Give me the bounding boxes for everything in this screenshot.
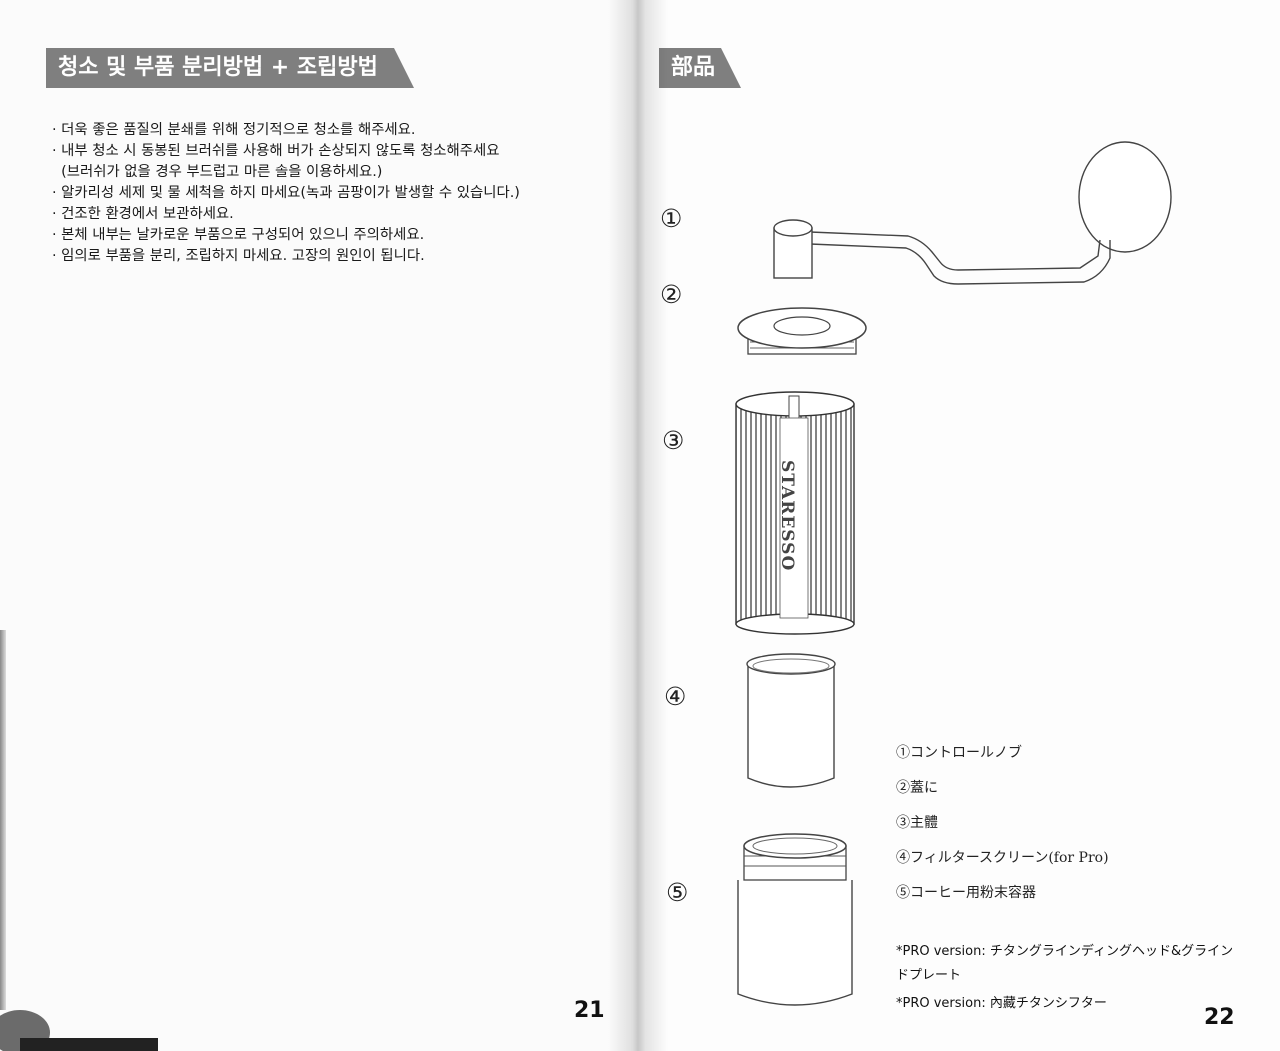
main-body-part xyxy=(735,391,855,635)
parts-legend: ①コントロールノブ ②蓋に ③主體 ④フィルタースクリーン(for Pro) ⑤… xyxy=(896,742,1109,917)
instruction-line: · 본체 내부는 날카로운 부품으로 구성되어 있으니 주의하세요. xyxy=(52,227,425,243)
page-edge-shadow xyxy=(20,1038,158,1051)
instruction-line: · 임의로 부품을 분리, 조립하지 마세요. 고장의 원인이 됩니다. xyxy=(52,248,425,264)
legend-item: ②蓋に xyxy=(896,780,938,796)
instruction-line: (브러쉬가 없을 경우 부드럽고 마른 솔을 이용하세요.) xyxy=(52,164,383,180)
marker-1: ① xyxy=(660,204,683,233)
powder-container-part xyxy=(737,833,853,1006)
legend-item: ①コントロールノブ xyxy=(896,745,1022,761)
book-gutter xyxy=(608,0,668,1051)
pro-version-notes: *PRO version: チタングラインディングヘッド&グラインドプレート *… xyxy=(896,940,1241,1020)
cleaning-instructions-list: · 더욱 좋은 품질의 분쇄를 위해 정기적으로 청소를 해주세요. · 내부 … xyxy=(52,120,520,267)
grinder-parts-diagram xyxy=(735,141,1172,1006)
right-page-title: 部品 xyxy=(659,48,741,88)
legend-item: ⑤コーヒー用粉末容器 xyxy=(896,885,1036,901)
control-knob-part xyxy=(773,141,1172,285)
photo-edge-shadow xyxy=(0,630,6,1010)
marker-5: ⑤ xyxy=(666,878,689,907)
brand-label-staresso: STARESSO xyxy=(777,460,797,572)
marker-4: ④ xyxy=(664,682,687,711)
pro-note: *PRO version: チタングラインディングヘッド&グラインドプレート xyxy=(896,944,1234,983)
left-page-title: 청소 및 부품 분리방법 + 조립방법 xyxy=(46,48,414,88)
marker-3: ③ xyxy=(662,426,685,455)
instruction-line: · 건조한 환경에서 보관하세요. xyxy=(52,206,234,222)
instruction-line: · 내부 청소 시 동봉된 브러쉬를 사용해 버가 손상되지 않도록 청소해주세… xyxy=(52,143,500,159)
pro-note: *PRO version: 內藏チタンシフター xyxy=(896,996,1107,1011)
legend-item: ④フィルタースクリーン(for Pro) xyxy=(896,850,1109,866)
left-page: 청소 및 부품 분리방법 + 조립방법 · 더욱 좋은 품질의 분쇄를 위해 정… xyxy=(0,0,632,1051)
right-page-number: 22 xyxy=(1204,1005,1235,1030)
lid-part xyxy=(737,307,867,355)
instruction-line: · 더욱 좋은 품질의 분쇄를 위해 정기적으로 청소를 해주세요. xyxy=(52,122,416,138)
filter-screen-part xyxy=(746,653,836,788)
marker-2: ② xyxy=(660,280,683,309)
legend-item: ③主體 xyxy=(896,815,938,831)
instruction-line: · 알카리성 세제 및 물 세척을 하지 마세요(녹과 곰팡이가 발생할 수 있… xyxy=(52,185,520,201)
left-page-number: 21 xyxy=(574,998,605,1023)
